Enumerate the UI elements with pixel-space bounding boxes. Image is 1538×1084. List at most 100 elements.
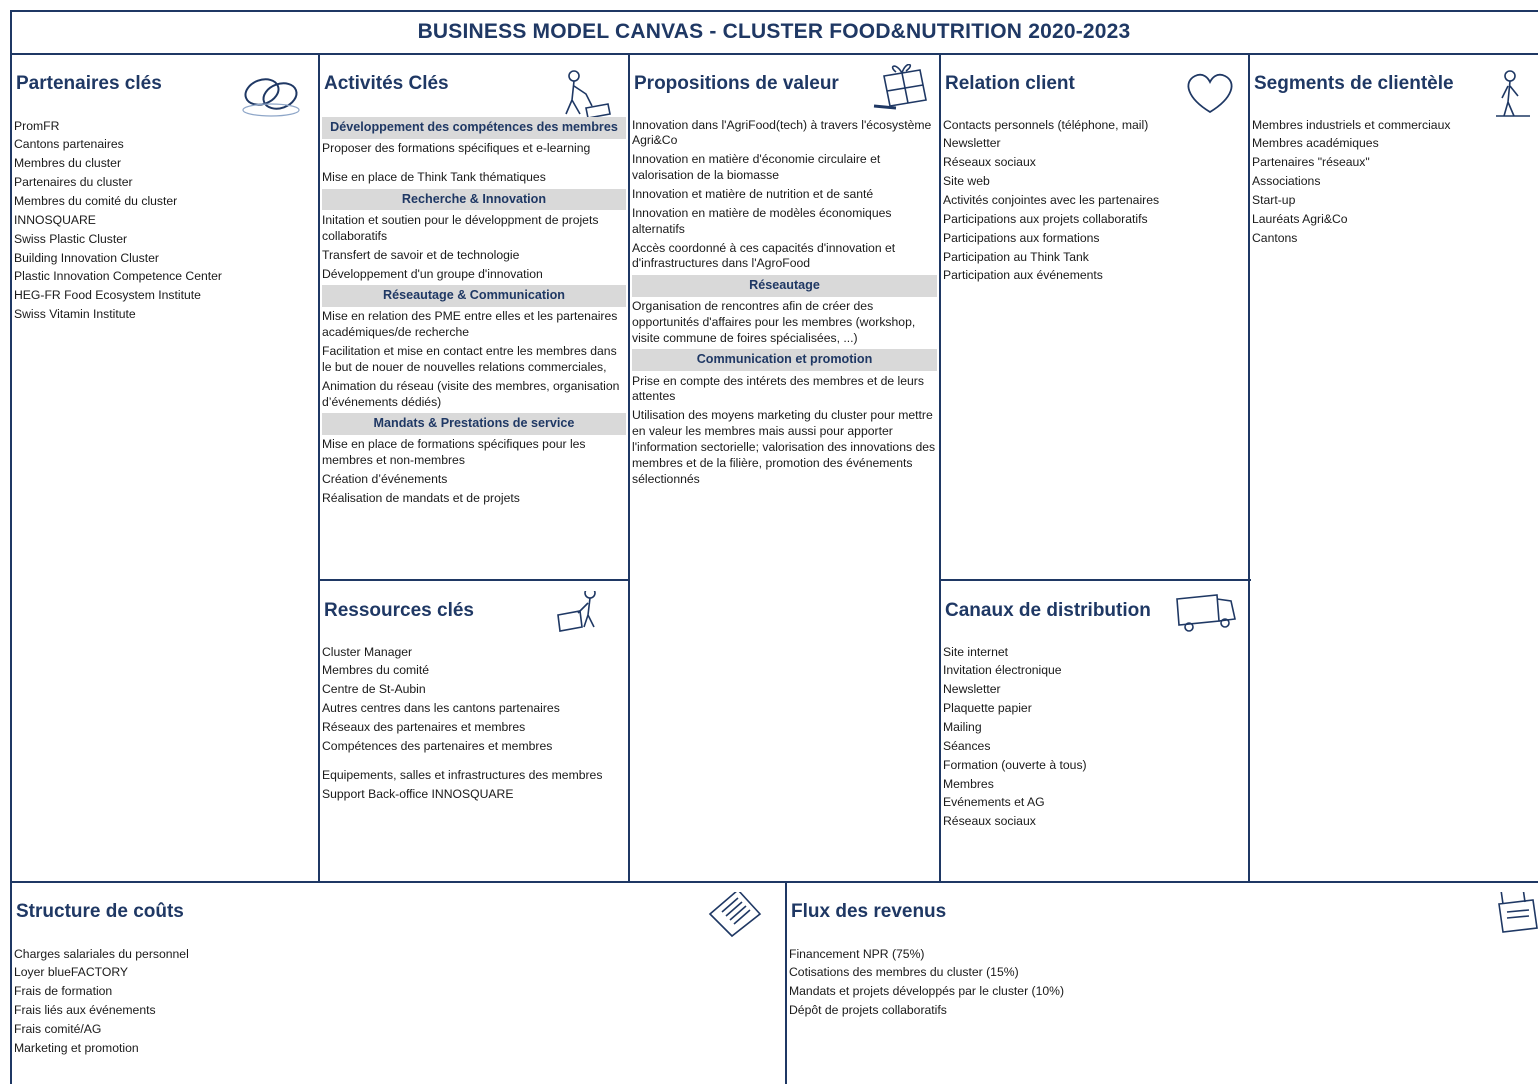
list-item: Membres académiques — [1252, 136, 1379, 151]
heart-icon — [1177, 68, 1243, 122]
list-item: Innovation et matière de nutrition et de… — [632, 186, 874, 201]
column-divider-3 — [939, 53, 941, 883]
chain-links-icon — [238, 68, 304, 122]
list-item: Prise en compte des intérets des membres… — [632, 373, 924, 404]
key-partners-heading: Partenaires clés — [16, 73, 162, 94]
truck-icon — [1173, 591, 1239, 639]
key-activities-heading: Activités Clés — [324, 73, 449, 94]
list-item: Loyer blueFACTORY — [14, 965, 129, 980]
section-header: Mandats & Prestations de service — [322, 412, 626, 435]
worker-icon — [552, 68, 618, 122]
list-item: Cantons — [1252, 230, 1298, 245]
title-divider — [10, 53, 1538, 55]
list-item: Newsletter — [943, 682, 1001, 697]
list-item: Partenaires du cluster — [14, 175, 133, 190]
column-divider-2 — [628, 53, 630, 883]
column-divider-4 — [1248, 53, 1250, 883]
cost-structure-cell: Structure de coûts Charges salariales du… — [12, 892, 785, 1084]
section-header: Réseautage — [632, 274, 937, 297]
list-item: Associations — [1252, 174, 1321, 189]
revenue-streams-heading: Flux des revenus — [791, 901, 947, 922]
list-item: Animation du réseau (visite des membres,… — [322, 378, 620, 409]
list-item: Membres du comité du cluster — [14, 193, 178, 208]
list-item: Membres du comité — [322, 663, 430, 678]
list-item: Mailing — [943, 719, 982, 734]
list-item: Building Innovation Cluster — [14, 250, 159, 265]
value-propositions-list: Innovation dans l'AgriFood(tech) à trave… — [632, 116, 937, 489]
list-item: HEG-FR Food Ecosystem Institute — [14, 288, 201, 303]
list-item: Réalisation de mandats et de projets — [322, 490, 520, 505]
list-item: Autres centres dans les cantons partenai… — [322, 701, 560, 716]
list-item: Evénements et AG — [943, 795, 1045, 810]
list-item: Support Back-office INNOSQUARE — [322, 786, 514, 801]
list-item: Site internet — [943, 644, 1009, 659]
section-header: Développement des compétences des membre… — [322, 117, 626, 139]
section-header: Réseautage & Communication — [322, 284, 626, 307]
customer-relationships-list: Contacts personnels (téléphone, mail) New… — [943, 116, 1246, 286]
list-item: Marketing et promotion — [14, 1040, 139, 1055]
channels-heading: Canaux de distribution — [945, 600, 1151, 621]
list-item: Réseaux des partenaires et membres — [322, 719, 526, 734]
list-item: Facilitation et mise en contact entre le… — [322, 344, 617, 374]
list-item: Innovation en matière d'économie circula… — [632, 152, 881, 183]
cost-revenue-divider — [785, 881, 787, 1084]
list-item: Start-up — [1252, 192, 1296, 207]
list-item: Proposer des formations spécifiques et e… — [322, 141, 591, 156]
list-item: Lauréats Agri&Co — [1252, 211, 1348, 226]
list-item: Membres — [943, 776, 994, 791]
list-item: Réseaux sociaux — [943, 814, 1036, 829]
list-item: Transfert de savoir et de technologie — [322, 247, 520, 262]
frame-left-border — [10, 10, 12, 1084]
list-item: Activités conjointes avec les partenaire… — [943, 192, 1160, 207]
customer-relationships-heading: Relation client — [945, 73, 1075, 94]
gift-icon — [870, 64, 936, 112]
frame-top-border — [10, 10, 1538, 12]
list-item: Initation et soutien pour le développmen… — [322, 212, 599, 243]
list-item: Réseaux sociaux — [943, 155, 1036, 170]
key-resources-heading: Ressources clés — [324, 600, 474, 621]
list-item: Partenaires "réseaux" — [1252, 155, 1370, 170]
column-divider-1 — [318, 53, 320, 883]
list-item: Frais liés aux événements — [14, 1003, 156, 1018]
list-item: Invitation électronique — [943, 663, 1062, 678]
list-item: Cantons partenaires — [14, 137, 124, 152]
list-item: Mise en place de formations spécifiques … — [322, 437, 586, 468]
customer-segments-cell: Segments de clientèle Membres industriel… — [1250, 64, 1538, 880]
list-item: Centre de St-Aubin — [322, 682, 426, 697]
list-item: Swiss Plastic Cluster — [14, 231, 128, 246]
list-item: Plastic Innovation Competence Center — [14, 269, 222, 284]
list-item: Swiss Vitamin Institute — [14, 307, 136, 322]
list-item: Participations aux projets collaboratifs — [943, 211, 1148, 226]
list-item: Charges salariales du personnel — [14, 946, 189, 961]
list-item: Cluster Manager — [322, 644, 413, 659]
customer-segments-heading: Segments de clientèle — [1254, 73, 1454, 94]
list-item: Séances — [943, 738, 991, 753]
list-item: Développement d'un groupe d'innovation — [322, 266, 543, 281]
list-item: Utilisation des moyens marketing du clus… — [632, 408, 936, 486]
list-item: Innovation dans l'AgriFood(tech) à trave… — [632, 117, 932, 148]
list-item: Contacts personnels (téléphone, mail) — [943, 117, 1149, 132]
section-header: Recherche & Innovation — [322, 188, 626, 211]
list-item: Newsletter — [943, 136, 1001, 151]
customer-relationships-cell: Relation client Contacts personnels (tél… — [941, 64, 1248, 579]
list-item: Compétences des partenaires et membres — [322, 738, 553, 753]
section-header: Communication et promotion — [632, 349, 937, 372]
list-item: Accès coordonné à ces capacités d'innova… — [632, 240, 896, 271]
worker-crate-icon — [552, 591, 618, 639]
list-item: Equipements, salles et infrastructures d… — [322, 767, 603, 782]
list-item: Participations aux formations — [943, 230, 1100, 245]
relation-channels-divider — [940, 579, 1251, 581]
list-item: Innovation en matière de modèles économi… — [632, 205, 892, 236]
list-spacer — [322, 159, 626, 169]
bottom-row-divider — [10, 881, 1538, 883]
list-item: Membres industriels et commerciaux — [1252, 117, 1451, 132]
value-propositions-heading: Propositions de valeur — [634, 73, 839, 94]
